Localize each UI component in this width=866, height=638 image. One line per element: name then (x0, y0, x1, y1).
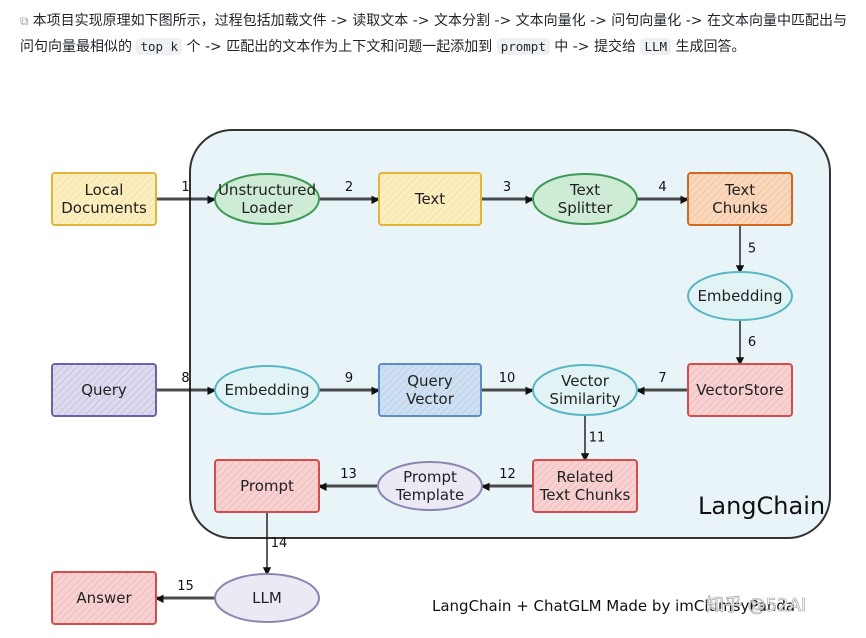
intro-text: 中 -> 提交给 (549, 39, 641, 55)
edge-4: 4 (637, 180, 689, 205)
edge-label: 11 (589, 431, 606, 446)
intro-text: 本项目实现原理如下图所示，过程包括加载文件 -> 读取文本 -> 文本分割 ->… (20, 13, 847, 55)
edge-label: 10 (499, 371, 516, 386)
node-prompt: Prompt (214, 459, 320, 513)
edge-8: 8 (156, 371, 216, 395)
node-label: Template (395, 486, 464, 504)
edge-label: 4 (658, 180, 666, 195)
node-label: Splitter (558, 199, 613, 217)
node-embedding-query: Embedding (214, 365, 320, 415)
edge-14: 14 (262, 511, 288, 576)
inline-code: prompt (496, 38, 550, 55)
edge-label: 12 (499, 467, 516, 482)
edge-label: 15 (177, 579, 194, 594)
edge-label: 9 (345, 371, 353, 386)
node-label: Text (569, 181, 600, 199)
edge-10: 10 (481, 371, 534, 395)
edge-label: 13 (340, 467, 357, 482)
node-label: VectorStore (696, 381, 783, 399)
node-label: Query (81, 381, 127, 399)
node-label: Local (85, 181, 124, 199)
edge-label: 3 (503, 180, 511, 195)
node-label: Loader (241, 199, 293, 217)
edge-3: 3 (481, 180, 534, 205)
edge-label: 5 (748, 242, 756, 257)
diagram-footer: LangChain + ChatGLM Made by imClumsyPand… (432, 597, 795, 615)
node-text: Text (378, 172, 482, 226)
edge-7: 7 (636, 371, 688, 395)
edge-label: 2 (345, 180, 353, 195)
node-label: LLM (252, 589, 282, 607)
edge-label: 6 (748, 335, 756, 350)
node-label: Unstructured (218, 181, 316, 199)
watermark: 知乎 @52AI (706, 595, 806, 616)
node-label: Query (407, 372, 453, 390)
node-label: Embedding (224, 381, 309, 399)
node-label: Similarity (550, 390, 621, 408)
edge-5: 5 (735, 224, 756, 274)
edge-12: 12 (481, 467, 533, 491)
node-label: Answer (76, 589, 132, 607)
edge-label: 8 (181, 371, 189, 386)
node-vectorstore: VectorStore (687, 363, 793, 417)
node-answer: Answer (51, 571, 157, 625)
inline-code: top k (136, 38, 183, 55)
edge-label: 1 (181, 180, 189, 195)
inline-code: LLM (640, 38, 672, 55)
node-label: Text (724, 181, 755, 199)
node-label: Chunks (712, 199, 768, 217)
edge-11: 11 (580, 414, 606, 462)
intro-text: 个 -> 匹配出的文本作为上下文和问题一起添加到 (182, 39, 497, 55)
langchain-container-label: LangChain (698, 492, 825, 520)
langchain-container (189, 129, 831, 539)
edge-6: 6 (735, 319, 756, 366)
node-label: Vector (561, 372, 610, 390)
node-label: Documents (61, 199, 147, 217)
edge-2: 2 (319, 180, 380, 205)
node-label: Prompt (240, 477, 294, 495)
edge-9: 9 (319, 371, 380, 395)
edge-15: 15 (155, 579, 215, 603)
node-label: Related (557, 468, 614, 486)
node-label: Text (414, 190, 445, 208)
node-label: Prompt (403, 468, 457, 486)
node-label: Vector (406, 390, 455, 408)
intro-text: 生成回答。 (671, 39, 746, 55)
link-icon: ⧉ (20, 14, 29, 28)
node-embedding-doc: Embedding (687, 271, 793, 321)
edge-label: 7 (658, 371, 666, 386)
edge-1: 1 (156, 180, 216, 205)
node-label: Embedding (697, 287, 782, 305)
edge-13: 13 (318, 467, 378, 491)
node-query: Query (51, 363, 157, 417)
edge-label: 14 (271, 536, 288, 551)
node-llm: LLM (214, 573, 320, 623)
node-label: Text Chunks (539, 486, 631, 504)
intro-paragraph: ⧉本项目实现原理如下图所示，过程包括加载文件 -> 读取文本 -> 文本分割 -… (20, 8, 852, 60)
